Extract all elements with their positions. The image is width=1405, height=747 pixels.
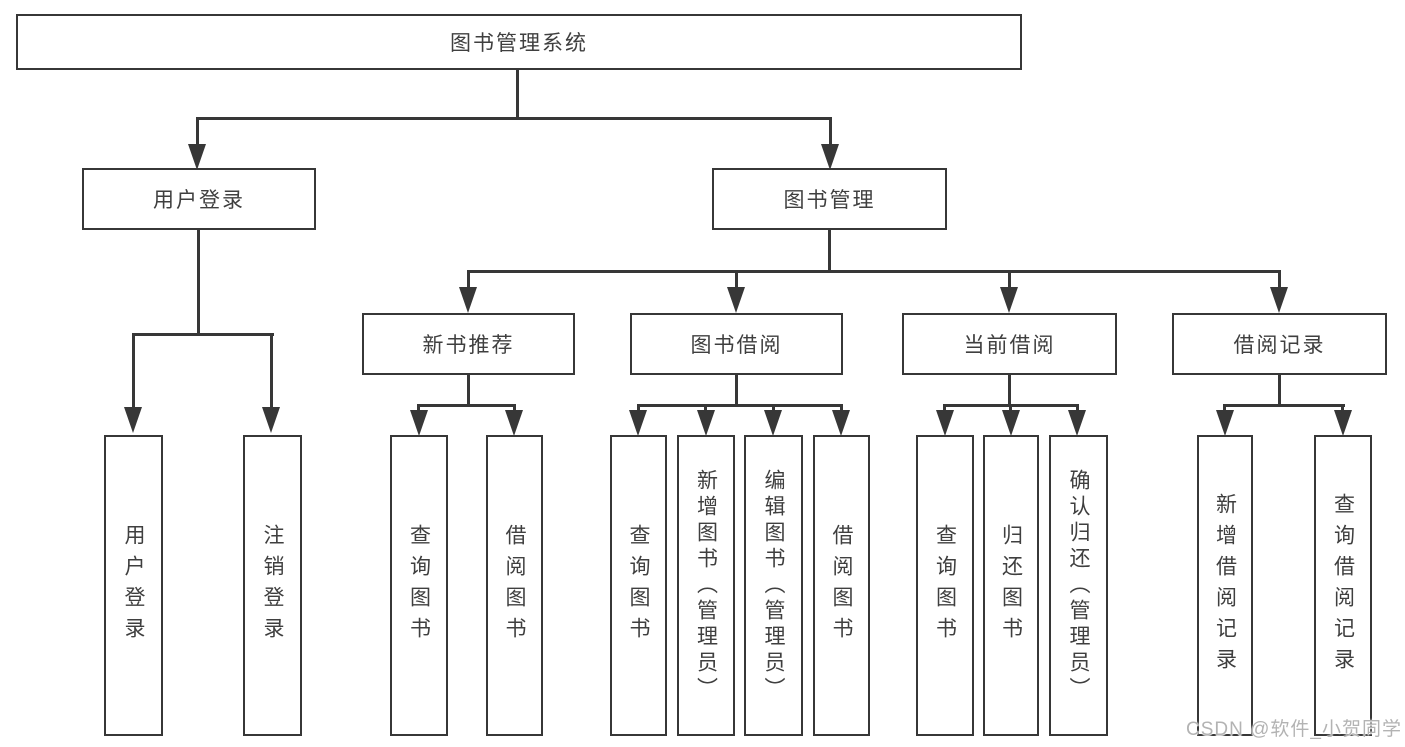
leaf-label: 注销登录 [261,523,284,648]
connector-line [735,270,738,288]
leaf-label: 编辑图书（管理员） [762,468,785,703]
node-label: 新书推荐 [422,334,515,357]
connector-line [1008,270,1011,288]
leaf-add-books-admin: 新增图书（管理员） [677,435,735,736]
leaf-user-login: 用户登录 [104,435,163,736]
connector-line [1223,404,1226,414]
csdn-watermark: CSDN @软件_小贺同学 [1186,719,1402,740]
arrowhead-down-icon [697,410,715,436]
connector-line [1008,375,1011,406]
arrowhead-down-icon [1068,410,1086,436]
leaf-confirm-return-admin: 确认归还（管理员） [1049,435,1108,736]
node-label: 当前借阅 [963,334,1056,357]
connector-line [197,230,200,336]
leaf-add-borrow-record: 新增借阅记录 [1197,435,1253,736]
connector-line [513,404,516,414]
connector-line [840,404,843,414]
connector-line [1009,404,1012,414]
arrowhead-down-icon [821,144,839,170]
connector-line [467,375,470,406]
leaf-label: 用户登录 [122,523,145,648]
connector-line [829,117,832,147]
node-label: 图书借阅 [690,334,783,357]
connector-line [637,404,843,407]
arrowhead-down-icon [1334,410,1352,436]
connector-line [1341,404,1344,414]
connector-line [704,404,707,414]
node-label: 借阅记录 [1233,334,1326,357]
connector-line [828,230,831,273]
leaf-label: 归还图书 [999,523,1023,648]
leaf-label: 新增借阅记录 [1213,492,1237,679]
connector-line [637,404,640,414]
leaf-borrow-books-recommend: 借阅图书 [486,435,543,736]
connector-line [132,333,135,408]
leaf-label: 查询借阅记录 [1331,492,1355,679]
connector-line [1223,404,1345,407]
arrowhead-down-icon [629,410,647,436]
arrowhead-down-icon [459,287,477,313]
node-new-book-recommend: 新书推荐 [362,313,575,375]
connector-line [516,70,519,118]
arrowhead-down-icon [764,410,782,436]
node-label: 图书管理 [783,189,876,212]
arrowhead-down-icon [410,410,428,436]
arrowhead-down-icon [505,410,523,436]
arrowhead-down-icon [262,407,280,433]
node-user-login: 用户登录 [82,168,316,230]
leaf-query-books-borrowing: 查询图书 [610,435,667,736]
node-label: 用户登录 [153,189,245,212]
leaf-label: 查询图书 [627,523,650,648]
connector-line [1278,270,1281,288]
node-book-management: 图书管理 [712,168,947,230]
leaf-edit-books-admin: 编辑图书（管理员） [744,435,803,736]
connector-line [270,333,273,408]
node-root-library-system: 图书管理系统 [16,14,1022,70]
leaf-label: 借阅图书 [830,523,853,648]
connector-line [1278,375,1281,406]
arrowhead-down-icon [1270,287,1288,313]
node-current-borrowing: 当前借阅 [902,313,1117,375]
leaf-query-books-recommend: 查询图书 [390,435,448,736]
leaf-label: 查询图书 [933,523,957,648]
leaf-return-books: 归还图书 [983,435,1039,736]
leaf-logout: 注销登录 [243,435,302,736]
arrowhead-down-icon [1002,410,1020,436]
arrowhead-down-icon [936,410,954,436]
node-borrowing-records: 借阅记录 [1172,313,1387,375]
arrowhead-down-icon [832,410,850,436]
node-label: 图书管理系统 [450,32,588,55]
arrowhead-down-icon [727,287,745,313]
leaf-label: 新增图书（管理员） [694,468,718,703]
connector-line [772,404,775,414]
leaf-label: 查询图书 [407,523,431,648]
connector-line [417,404,420,414]
connector-line [467,270,470,288]
arrowhead-down-icon [124,407,142,433]
leaf-label: 确认归还（管理员） [1067,468,1090,703]
node-book-borrowing: 图书借阅 [630,313,843,375]
connector-line [735,375,738,406]
connector-line [943,404,946,414]
connector-line [196,117,199,147]
arrowhead-down-icon [188,144,206,170]
arrowhead-down-icon [1000,287,1018,313]
connector-line [196,117,832,120]
leaf-query-borrow-record: 查询借阅记录 [1314,435,1372,736]
leaf-borrow-books-borrowing: 借阅图书 [813,435,870,736]
leaf-query-books-current: 查询图书 [916,435,974,736]
connector-line [132,333,274,336]
arrowhead-down-icon [1216,410,1234,436]
connector-line [467,270,1280,273]
connector-line [417,404,516,407]
leaf-label: 借阅图书 [503,523,526,648]
connector-line [1076,404,1079,414]
